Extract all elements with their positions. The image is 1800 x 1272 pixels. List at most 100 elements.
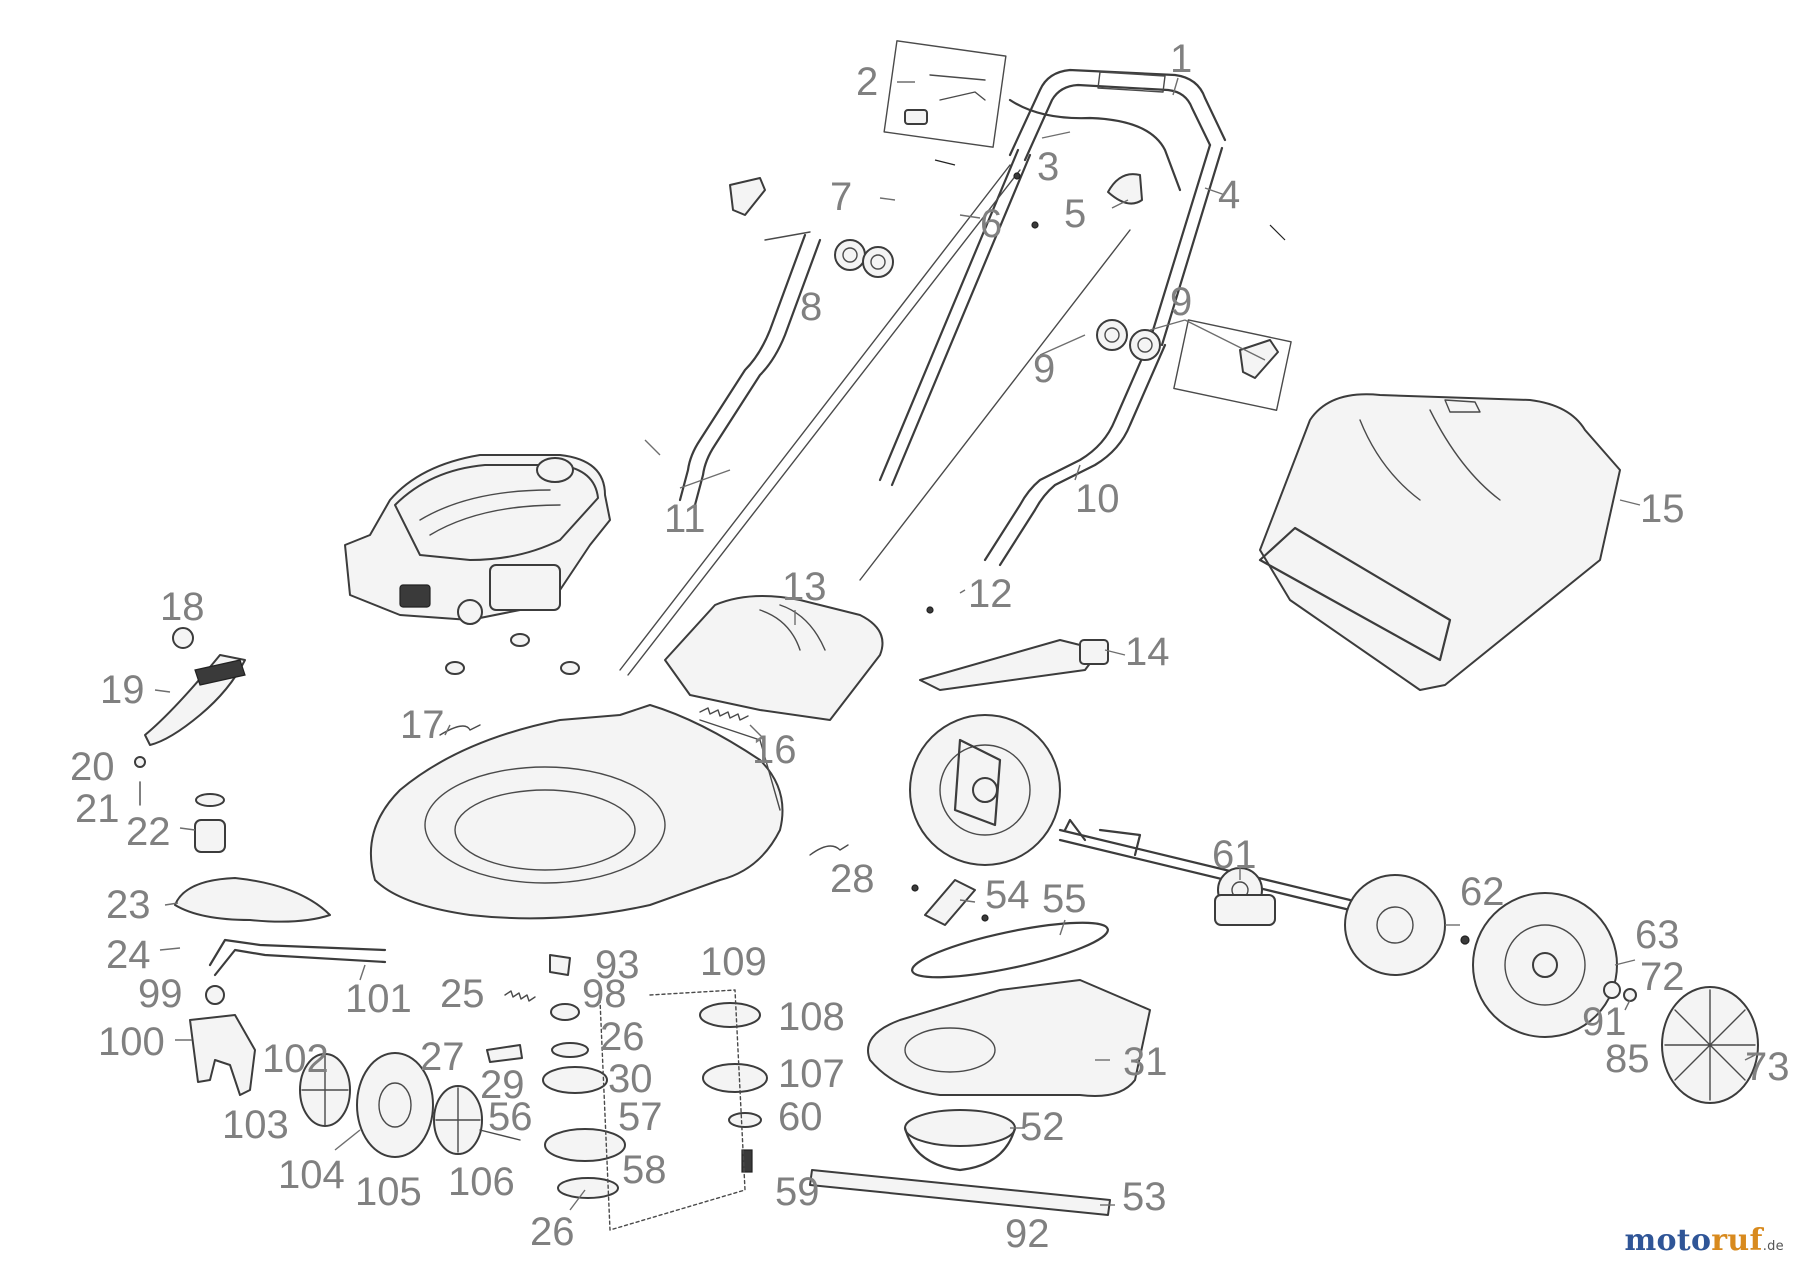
- engine-cover: [394, 464, 599, 561]
- lower-handle-right: [983, 338, 1167, 567]
- callout-15: 15: [1640, 487, 1685, 531]
- callout-26b: 26: [600, 1015, 645, 1059]
- wheel-cap-62: [1344, 874, 1446, 976]
- callout-104: 104: [278, 1153, 345, 1197]
- leader-23: [164, 902, 179, 906]
- callout-73: 73: [1745, 1045, 1790, 1089]
- callout-19: 19: [100, 668, 145, 712]
- callout-10: 10: [1075, 477, 1120, 521]
- leader-16: [749, 724, 766, 741]
- handle-washer-4-inner: [1137, 337, 1153, 353]
- leader-5: [1111, 199, 1129, 209]
- height-lever-19-grip: [194, 659, 246, 686]
- leader-9b: [1039, 334, 1086, 356]
- callout-108: 108: [778, 995, 845, 1039]
- fastener: [981, 914, 989, 922]
- rear-axle-lever: [1063, 818, 1142, 857]
- callout-12: 12: [968, 572, 1013, 616]
- leader-54: [959, 899, 976, 903]
- callout-60: 60: [778, 1095, 823, 1139]
- gearbox-housing: [1214, 894, 1276, 926]
- callout-22: 22: [126, 810, 171, 854]
- leader-73: [1744, 1054, 1756, 1061]
- bail-lever: [1008, 98, 1182, 192]
- leader-14: [1104, 649, 1126, 656]
- callout-17: 17: [400, 703, 445, 747]
- rear-wheel-left-bracket: [953, 738, 1002, 827]
- callout-62: 62: [1460, 870, 1505, 914]
- quick-release-lever-right: [1239, 339, 1279, 379]
- blade-guard-52-wall: [903, 1126, 1017, 1172]
- handle-tube-right: [1148, 143, 1224, 347]
- callout-2: 2: [856, 60, 878, 104]
- leader-101: [359, 964, 366, 981]
- rear-wheel-right-hub: [1504, 924, 1586, 1006]
- callout-58: 58: [622, 1148, 667, 1192]
- callout-11: 11: [664, 497, 706, 541]
- rear-wheel-left-center: [972, 777, 998, 803]
- leader-lines: [154, 77, 1756, 1211]
- lower-cover-31-hole: [904, 1027, 996, 1073]
- rear-cover-13-rib: [759, 604, 826, 651]
- leader-19: [154, 689, 171, 693]
- control-cable: [619, 164, 1021, 676]
- callout-98: 98: [582, 972, 627, 1016]
- front-wheel-cap-105-spokes: [435, 1087, 481, 1153]
- rear-axle-61: [1058, 828, 1352, 912]
- hardware-bag-9: [1173, 319, 1292, 411]
- callout-93: 93: [595, 943, 640, 987]
- callout-100: 100: [98, 1020, 165, 1064]
- engine-cover-rib: [419, 489, 561, 536]
- engine-plug: [457, 599, 483, 625]
- washer-20: [134, 756, 146, 768]
- knob-22: [194, 819, 226, 853]
- quick-release-lever-left: [729, 177, 766, 216]
- wheel-cap-62-inner: [1376, 906, 1414, 944]
- callout-57: 57: [618, 1095, 663, 1139]
- deck-rear-flap-hinge: [699, 719, 781, 811]
- handle-washer-3-inner: [1104, 327, 1120, 343]
- callout-6: 6: [980, 202, 1002, 246]
- hardware-bag-2: [883, 40, 1007, 148]
- handle-washer-1-inner: [842, 247, 858, 263]
- leader-9a: [1149, 319, 1266, 361]
- leader-7: [879, 197, 896, 201]
- callout-85: 85: [1605, 1037, 1650, 1081]
- callout-56: 56: [488, 1095, 533, 1139]
- fastener: [911, 884, 919, 892]
- bushing-98: [550, 1003, 580, 1021]
- adapter-60: [728, 1112, 762, 1128]
- callout-9a: 9: [1170, 280, 1192, 324]
- leader-91: [1624, 999, 1631, 1011]
- assembly-guide-lines: [599, 989, 746, 1231]
- front-wheel-104-hub: [378, 1082, 412, 1128]
- grass-catcher-frame: [1258, 526, 1452, 662]
- callout-91: 91: [1582, 1000, 1627, 1044]
- knob-22-top: [195, 793, 225, 807]
- bolt-59: [741, 1149, 753, 1173]
- grass-catcher-window: [1444, 399, 1481, 413]
- engine-spacer-1: [510, 633, 530, 647]
- grass-catcher-rib-2: [1429, 409, 1501, 501]
- callout-5: 5: [1064, 192, 1086, 236]
- fastener-bolt: [1269, 224, 1286, 241]
- callout-106: 106: [448, 1160, 515, 1204]
- deck-blade-well-inner: [454, 789, 636, 871]
- drive-belt-55: [911, 921, 1109, 979]
- leader-17: [444, 724, 451, 736]
- fan-107: [702, 1063, 768, 1093]
- axle-bolt-106: [479, 1129, 521, 1141]
- fastener: [1460, 935, 1470, 945]
- washer-72: [1603, 981, 1621, 999]
- callout-13: 13: [782, 565, 827, 609]
- handle-washer-3: [1096, 319, 1128, 351]
- pivot-99: [205, 985, 225, 1005]
- engine-air-filter: [489, 564, 561, 611]
- front-wheel-cap-103-spokes: [301, 1054, 349, 1126]
- callout-107: 107: [778, 1052, 845, 1096]
- motoruf-watermark: motoruf.de: [1624, 1223, 1784, 1258]
- leader-12: [959, 589, 966, 594]
- washer-26a: [557, 1177, 619, 1199]
- leader-104: [334, 1129, 361, 1151]
